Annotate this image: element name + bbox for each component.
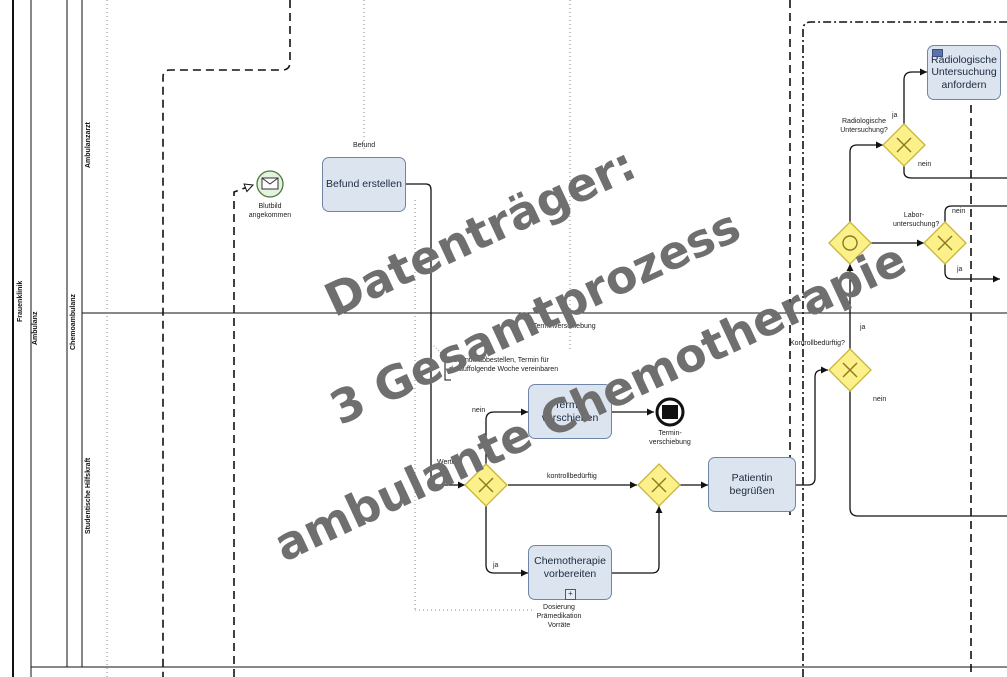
flow-label-nein-3: nein: [918, 161, 932, 168]
pool-frame: [12, 0, 1007, 677]
end-event-terminverschiebung: [655, 397, 685, 427]
lane-label-chemoambulanz: Chemoambulanz: [70, 293, 77, 350]
task-chemotherapie-vorbereiten[interactable]: Chemotherapie vorbereiten: [528, 545, 612, 600]
message-flows: [162, 0, 1007, 677]
flow-label-nein-1: nein: [472, 407, 486, 414]
data-associations: [106, 0, 571, 677]
gateway-werte: [464, 463, 508, 507]
gateway-kontrollbeduerftig: [828, 348, 872, 392]
task-type-icon: [932, 49, 943, 57]
data-label-dosierung: Dosierung Prämedikation Vorräte: [536, 604, 582, 629]
gateway-parallel: [828, 221, 872, 265]
data-label-befund: Befund: [353, 142, 376, 149]
annotation-bracket: [444, 356, 451, 381]
flow-label-kontrollbeduerftig: kontrollbedürftig: [547, 473, 597, 480]
lane-label-hilfskraft: Studentische Hilfskraft: [85, 457, 92, 534]
pool-label: Frauenklinik: [17, 280, 24, 322]
gateway-merge: [637, 463, 681, 507]
event-label-blutbild: Blutbild angekommen: [248, 203, 292, 219]
lane-label-ambulanz: Ambulanz: [32, 311, 39, 345]
flow-label-ja-4: ja: [957, 266, 963, 273]
gateway-label-werte: Werte?: [437, 459, 460, 466]
annotation-text: Patientin abbestellen, Termin für darauf…: [449, 357, 559, 373]
flow-label-ja-1: ja: [493, 562, 499, 569]
data-label-terminverschiebung: Terminverschiebung: [533, 323, 596, 330]
subprocess-marker: +: [565, 589, 576, 600]
task-termin-verschieben[interactable]: Termin verschieben: [528, 384, 612, 439]
flow-label-nein-4: nein: [952, 208, 966, 215]
flow-label-ja-3: ja: [892, 112, 898, 119]
message-start-event: [256, 170, 284, 198]
gateway-label-radiologische: Radiologische Untersuchung?: [840, 118, 888, 134]
task-patientin-begruessen[interactable]: Patientin begrüßen: [708, 457, 796, 512]
flow-label-ja-2: ja: [860, 324, 866, 331]
gateway-label-labor: Labor-untersuchung?: [893, 212, 940, 228]
lane-label-ambulanzarzt: Ambulanzarzt: [85, 122, 92, 168]
gateway-labor: [923, 221, 967, 265]
gateway-radiologische: [882, 123, 926, 167]
end-event-label: Termin-verschiebung: [649, 430, 691, 446]
task-befund-erstellen[interactable]: Befund erstellen: [322, 157, 406, 212]
flow-label-nein-2: nein: [873, 396, 887, 403]
gateway-label-kontrollbeduerftig: Kontrollbedürftig?: [790, 340, 845, 347]
sequence-flows: [406, 68, 1007, 577]
